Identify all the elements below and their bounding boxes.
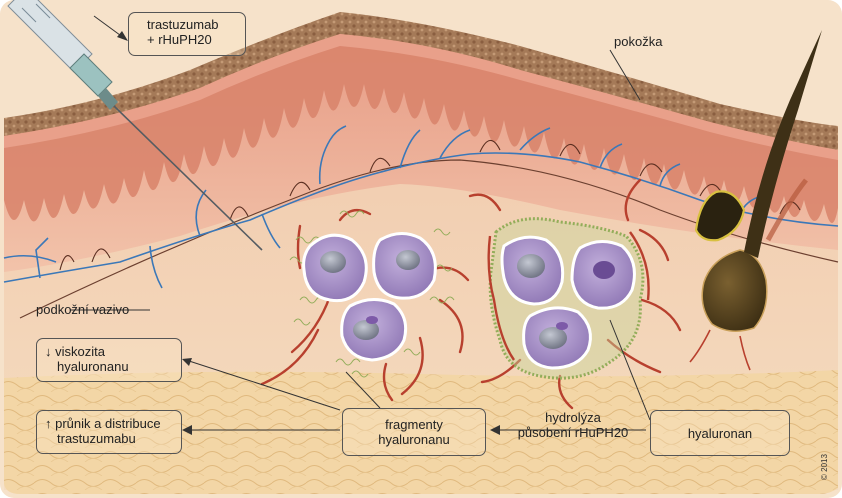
fat-layer [4,370,838,494]
penetration-line2: trastuzumabu [57,431,136,446]
cell [500,235,565,306]
cell-cluster-right [500,235,636,370]
cell [372,232,437,300]
skin-label: pokožka [614,34,663,49]
hyaluronan-fragments-mesh [289,210,455,378]
nucleus [556,322,568,330]
arrector-muscle [765,178,808,242]
syringe-barrel [7,0,93,73]
skin-leader-line [609,49,641,101]
sebaceous-gland [694,190,746,242]
viscosity-arrow [185,359,341,411]
hyaluronan-leader-line [609,319,651,421]
penetration-line1: ↑ průnik a distribuce [45,416,161,431]
epidermis-layer [4,12,838,150]
hyaluronan-label: hyaluronan [687,425,753,441]
hydrolysis-line2: působení rHuPH20 [517,425,629,440]
syringe-needle [7,0,263,251]
drug-pointer-arrowhead [117,31,128,41]
drug-label-box: trastuzumab + rHuPH20 [128,12,246,56]
leader-lines [70,15,651,431]
copyright-note: © 2013 [820,454,829,480]
nucleus [593,261,615,279]
hyaluronan-box: hyaluronan [650,410,790,456]
drug-label-line1: trastuzumab [147,17,219,32]
subcutis-label: podkožní vazivo [36,302,130,317]
needle-hub [69,53,113,97]
hydrolysis-label: hydrolýza působení rHuPH20 [500,410,646,440]
penetration-arrowhead [182,425,192,435]
cell [570,240,636,310]
cell [340,298,408,362]
fragments-leader-line [345,371,381,409]
penetration-box: ↑ průnik a distribuce trastuzumabu [36,410,182,454]
hair-shaft [744,30,822,258]
arterioles [260,178,682,410]
fragments-box: fragmenty hyaluronanu [342,408,486,456]
needle-hub [98,88,118,110]
nucleus [396,250,420,270]
hydrolysis-arrowhead [490,425,500,435]
drug-label-line2: + rHuPH20 [147,32,212,47]
nucleus [539,327,567,349]
cell-cluster-left [302,232,437,362]
nucleus [366,316,378,324]
viscosity-line2: hyaluronanu [57,359,129,374]
arrowheads [117,31,500,435]
needle [113,105,263,251]
cell [302,233,368,303]
hydrolysis-line1: hydrolýza [545,410,601,425]
viscosity-arrowhead [182,358,192,366]
fragments-line2: hyaluronanu [378,432,450,447]
viscosity-line1: ↓ viskozita [45,344,105,359]
nucleus [517,254,545,278]
viscosity-box: ↓ viskozita hyaluronanu [36,338,182,382]
nucleus [353,320,379,340]
hair-follicle [689,30,822,371]
fragments-line1: fragmenty [385,417,443,432]
drug-pointer-arrow [93,15,125,39]
cell [522,306,592,370]
nucleus [320,251,346,273]
